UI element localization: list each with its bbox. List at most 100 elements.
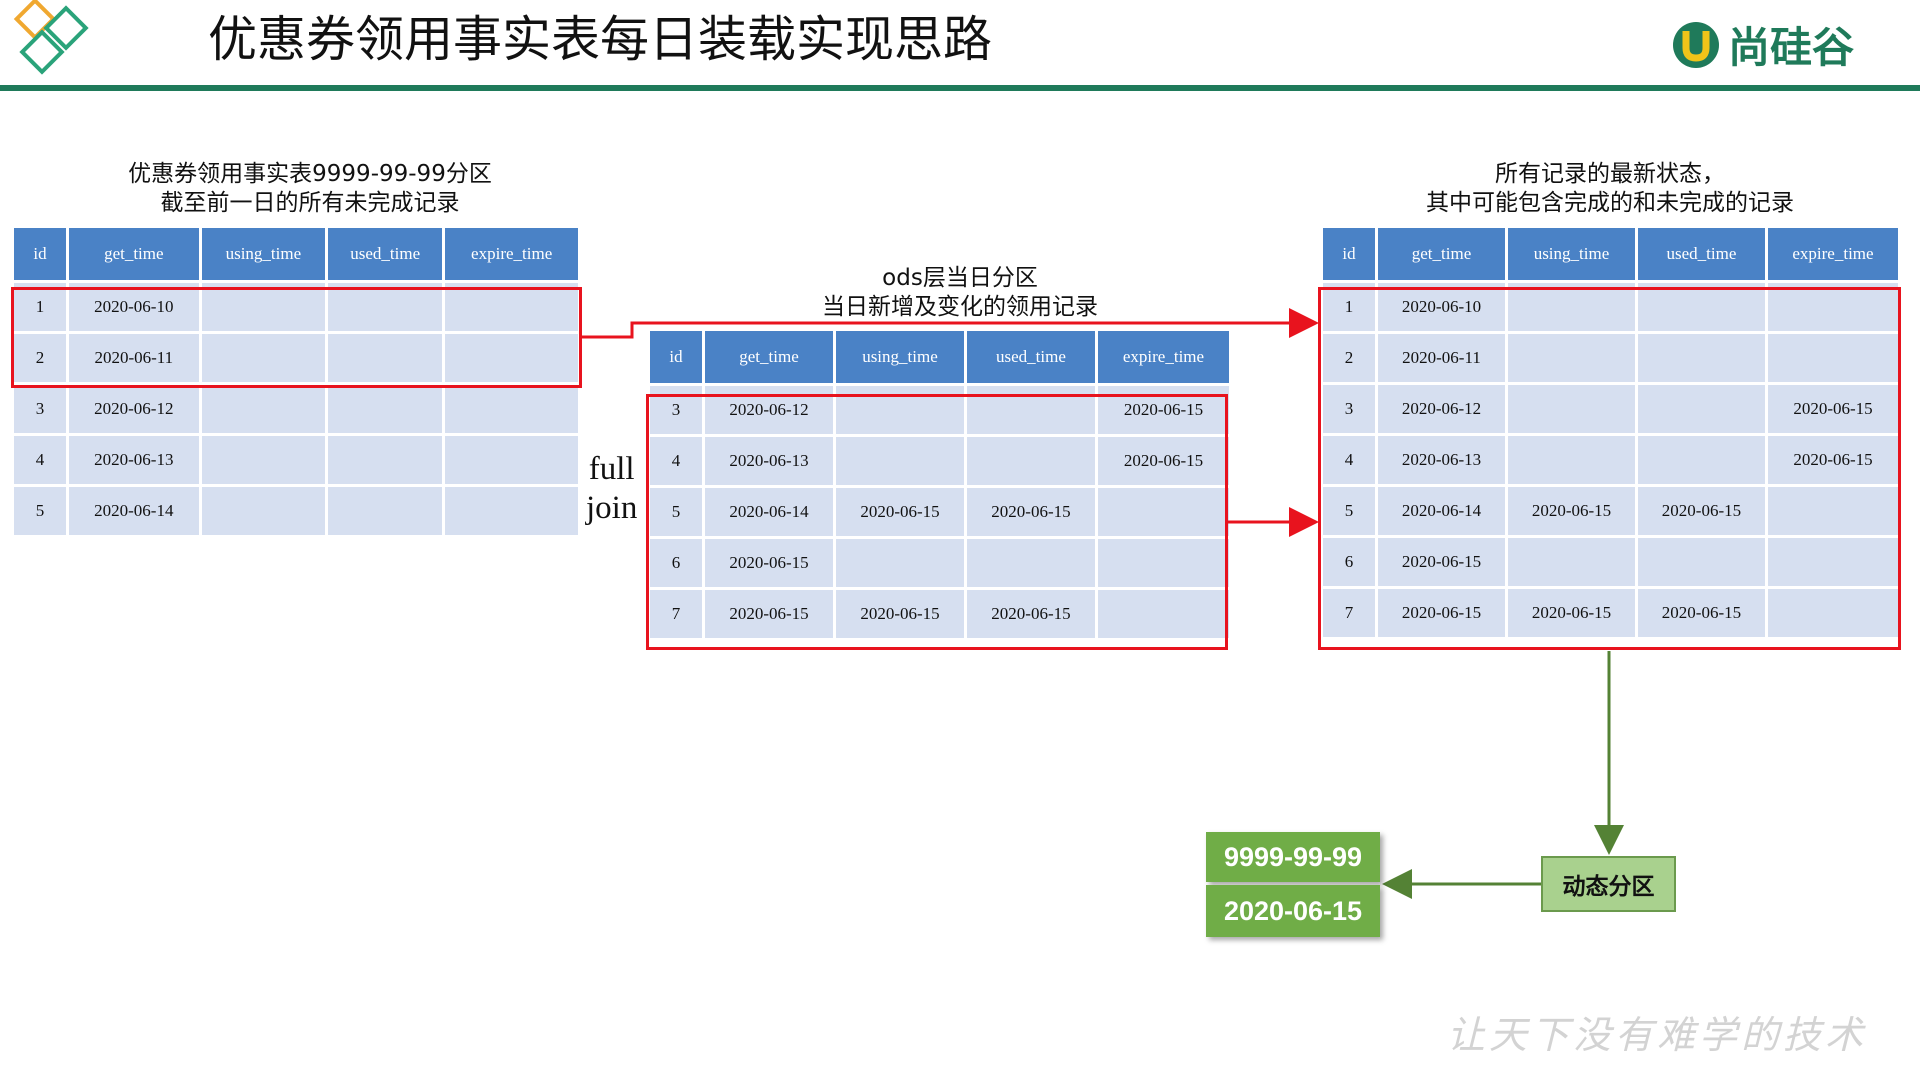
column-header-used-time: used_time xyxy=(1637,228,1765,280)
column-header-get-time: get_time xyxy=(69,228,199,280)
cell-used-time xyxy=(328,487,443,535)
cell-used-time xyxy=(1637,385,1765,433)
column-header-using-time: using_time xyxy=(835,331,964,383)
cell-get-time: 2020-06-10 xyxy=(69,283,199,331)
cell-id: 3 xyxy=(1323,385,1375,433)
cell-expire-time xyxy=(1767,487,1898,535)
partition-badge-date: 2020-06-15 xyxy=(1206,885,1380,937)
middle-highlight-box xyxy=(646,394,1228,650)
right-caption-line-2: 其中可能包含完成的和未完成的记录 xyxy=(1426,190,1794,216)
cell-used-time xyxy=(328,385,443,433)
watermark-slogan: 让天下没有难学的技术 xyxy=(1447,1013,1868,1057)
column-header-expire-time: expire_time xyxy=(1767,228,1898,280)
full-join-label: full join xyxy=(586,450,637,528)
cell-using-time xyxy=(1507,385,1635,433)
right-caption: 所有记录的最新状态， 其中可能包含完成的和未完成的记录 xyxy=(1400,160,1820,218)
partition-badge-9999: 9999-99-99 xyxy=(1206,832,1380,882)
cell-get-time: 2020-06-15 xyxy=(1378,589,1505,637)
cell-get-time: 2020-06-10 xyxy=(1378,283,1505,331)
column-header-get-time: get_time xyxy=(705,331,833,383)
left-caption-line-2: 截至前一日的所有未完成记录 xyxy=(160,190,460,216)
column-header-get-time: get_time xyxy=(1378,228,1505,280)
header-divider xyxy=(0,85,1920,91)
full-join-line-1: full xyxy=(588,451,635,487)
cell-used-time: 2020-06-15 xyxy=(1637,589,1765,637)
cell-used-time xyxy=(1637,436,1765,484)
cell-using-time xyxy=(201,436,326,484)
cell-id: 2 xyxy=(1323,334,1375,382)
cell-using-time xyxy=(1507,334,1635,382)
column-header-used-time: used_time xyxy=(328,228,443,280)
cell-get-time: 2020-06-15 xyxy=(1378,538,1505,586)
page-title: 优惠券领用事实表每日装载实现思路 xyxy=(208,11,993,68)
cell-used-time xyxy=(328,436,443,484)
column-header-using-time: using_time xyxy=(201,228,326,280)
cell-using-time xyxy=(201,334,326,382)
cell-using-time xyxy=(835,539,964,587)
cell-id: 4 xyxy=(1323,436,1375,484)
full-join-line-2: join xyxy=(586,490,638,526)
cell-expire-time xyxy=(1767,589,1898,637)
red-arrow-left-to-right xyxy=(582,308,1319,339)
cell-id: 1 xyxy=(14,283,66,331)
cell-using-time xyxy=(1507,283,1635,331)
cell-using-time: 2020-06-15 xyxy=(1507,589,1635,637)
right-caption-line-1: 所有记录的最新状态， xyxy=(1495,161,1725,187)
cell-get-time: 2020-06-12 xyxy=(69,385,199,433)
cell-id: 5 xyxy=(650,488,702,536)
column-header-expire-time: expire_time xyxy=(1097,331,1229,383)
cell-expire-time: 2020-06-15 xyxy=(1767,436,1898,484)
cell-using-time xyxy=(1507,538,1635,586)
cell-using-time xyxy=(835,437,964,485)
cell-expire-time: 2020-06-15 xyxy=(1097,437,1229,485)
cell-using-time xyxy=(201,487,326,535)
cell-expire-time xyxy=(445,487,578,535)
cell-used-time xyxy=(966,437,1095,485)
cell-used-time: 2020-06-15 xyxy=(1637,487,1765,535)
dynamic-partition-box: 动态分区 xyxy=(1541,856,1676,912)
cell-expire-time xyxy=(1767,334,1898,382)
middle-caption: ods层当日分区 当日新增及变化的领用记录 xyxy=(760,264,1160,322)
cell-used-time xyxy=(1637,334,1765,382)
column-header-used-time: used_time xyxy=(966,331,1095,383)
left-caption: 优惠券领用事实表9999-99-99分区 截至前一日的所有未完成记录 xyxy=(110,160,510,218)
cell-expire-time xyxy=(1097,590,1229,638)
cell-expire-time xyxy=(445,283,578,331)
cell-get-time: 2020-06-14 xyxy=(1378,487,1505,535)
cell-get-time: 2020-06-13 xyxy=(69,436,199,484)
cell-expire-time xyxy=(1767,538,1898,586)
left-highlight-box xyxy=(11,287,582,388)
cell-get-time: 2020-06-11 xyxy=(69,334,199,382)
column-header-id: id xyxy=(650,331,702,383)
cell-using-time xyxy=(201,385,326,433)
cell-get-time: 2020-06-15 xyxy=(705,590,833,638)
cell-get-time: 2020-06-12 xyxy=(1378,385,1505,433)
cell-id: 5 xyxy=(14,487,66,535)
column-header-id: id xyxy=(14,228,66,280)
cell-expire-time xyxy=(445,436,578,484)
cell-expire-time xyxy=(1097,488,1229,536)
cell-expire-time: 2020-06-15 xyxy=(1767,385,1898,433)
cell-expire-time xyxy=(445,334,578,382)
cell-id: 4 xyxy=(650,437,702,485)
cell-using-time: 2020-06-15 xyxy=(835,488,964,536)
cell-id: 1 xyxy=(1323,283,1375,331)
brand-name: 尚硅谷 xyxy=(1728,22,1855,72)
cell-using-time: 2020-06-15 xyxy=(835,590,964,638)
cell-using-time xyxy=(201,283,326,331)
